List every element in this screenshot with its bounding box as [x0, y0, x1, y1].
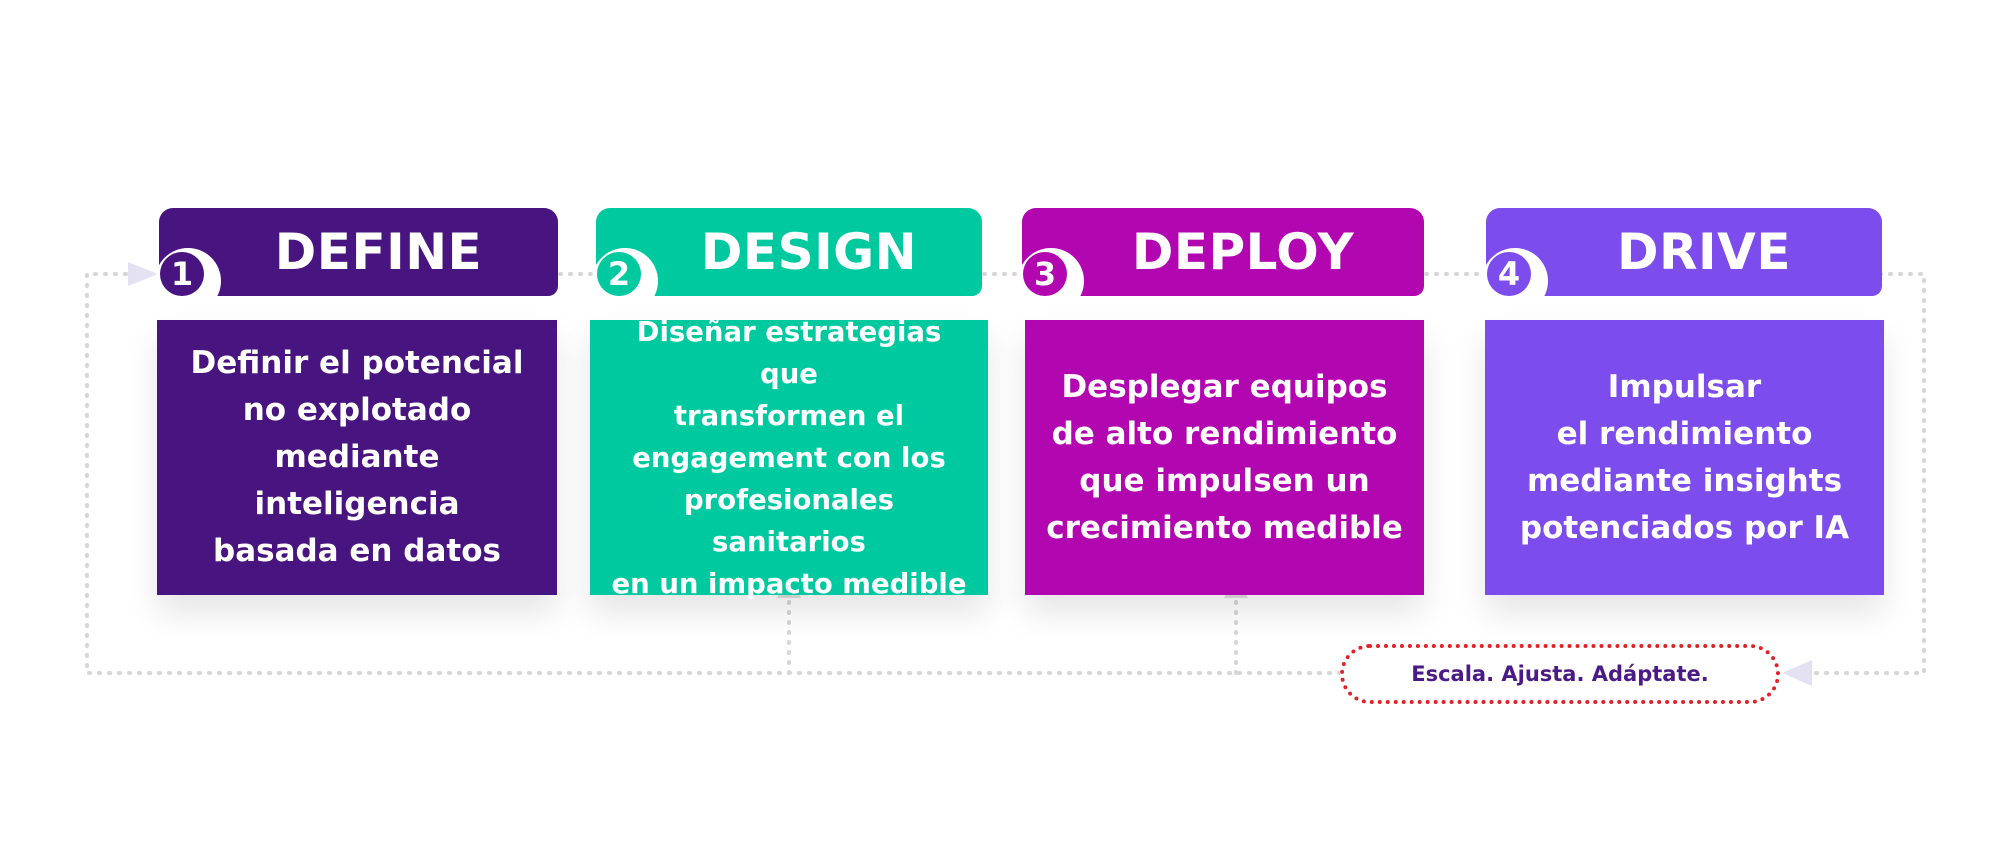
step-3-number-badge: 3 — [1023, 252, 1067, 296]
step-4-card: Impulsar el rendimiento mediante insight… — [1485, 320, 1884, 595]
arrowhead-into-define — [128, 262, 158, 286]
step-1-number-badge: 1 — [160, 252, 204, 296]
loop-label-pill: Escala. Ajusta. Adáptate. — [1340, 644, 1780, 704]
step-1-card: Definir el potencial no explotado median… — [157, 320, 557, 595]
step-1-title: DEFINE — [274, 223, 483, 281]
step-3-card: Desplegar equipos de alto rendimiento qu… — [1025, 320, 1424, 595]
step-4-tab: DRIVE — [1486, 208, 1882, 296]
loop-label: Escala. Ajusta. Adáptate. — [1411, 662, 1709, 686]
step-1-number: 1 — [170, 255, 194, 293]
loop-path — [85, 272, 1926, 675]
step-2-tab: DESIGN — [596, 208, 982, 296]
step-1-description: Definir el potencial no explotado median… — [190, 345, 524, 569]
step-4-number: 4 — [1497, 255, 1521, 293]
step-2-number-badge: 2 — [597, 252, 641, 296]
step-4-number-badge: 4 — [1487, 252, 1531, 296]
step-4-description: Impulsar el rendimiento mediante insight… — [1519, 368, 1850, 546]
step-3-number: 3 — [1033, 255, 1057, 293]
step-2-card: Diseñar estrategias que transformen el e… — [590, 316, 988, 600]
step-2-description: Diseñar estrategias que transformen el e… — [611, 315, 967, 600]
step-1-tab: DEFINE — [159, 208, 558, 296]
step-4-title: DRIVE — [1617, 223, 1791, 281]
step-2-number: 2 — [607, 255, 631, 293]
arrowhead-into-loop-label — [1782, 660, 1812, 686]
step-2-title: DESIGN — [700, 223, 918, 281]
step-3-title: DEPLOY — [1131, 223, 1355, 281]
step-3-tab: DEPLOY — [1022, 208, 1424, 296]
step-3-description: Desplegar equipos de alto rendimiento qu… — [1046, 368, 1403, 546]
